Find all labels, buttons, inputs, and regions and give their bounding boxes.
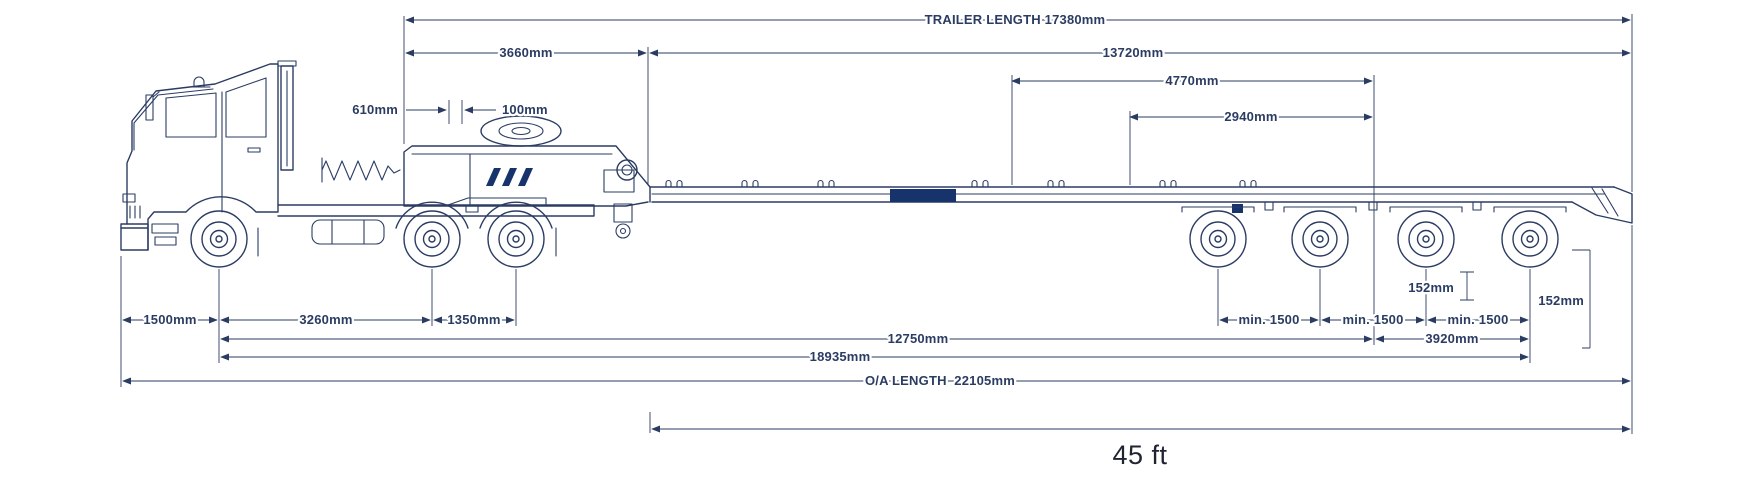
tractor-drawing bbox=[120, 60, 595, 268]
axle-fender-strips bbox=[1181, 206, 1567, 213]
trailer-drawing bbox=[403, 115, 1633, 268]
dim-label-mid-to-rear: 3920mm bbox=[1425, 331, 1478, 346]
cab-step-upper bbox=[151, 223, 179, 234]
rear-tail bbox=[1571, 186, 1633, 224]
cab-body bbox=[120, 63, 279, 251]
dim-label-trailer-length: TRAILER LENGTH 17380mm bbox=[925, 12, 1106, 27]
landing-roller bbox=[615, 223, 631, 239]
tractor-rear-wheel-1 bbox=[403, 210, 461, 268]
deck-top bbox=[649, 186, 1615, 203]
dim-label-axle-gap-1: min. 1500 bbox=[1238, 312, 1299, 327]
neck-ring-outer bbox=[616, 159, 638, 181]
dim-label-axle-gap-2: min. 1500 bbox=[1342, 312, 1403, 327]
suspension-hangers bbox=[1264, 201, 1482, 211]
extension-lines bbox=[120, 14, 1633, 434]
dimension-layer: TRAILER LENGTH 17380mm 3660mm 13720mm 47… bbox=[120, 10, 1633, 473]
dim-label-deck-feet: 45 ft bbox=[1112, 440, 1167, 470]
fifth-wheel-plate bbox=[447, 197, 547, 206]
trailer-wheel-2 bbox=[1291, 210, 1349, 268]
side-window bbox=[165, 92, 217, 138]
dim-label-cab-to-tandem: 3260mm bbox=[299, 312, 352, 327]
bumper-seam bbox=[120, 223, 149, 251]
trailer-wheel-1 bbox=[1189, 210, 1247, 268]
mirror bbox=[145, 94, 154, 121]
door-window bbox=[225, 77, 267, 138]
dim-label-axle-gap-3: min. 1500 bbox=[1447, 312, 1508, 327]
spring-line bbox=[321, 157, 401, 183]
dim-label-tandem-spread: 1350mm bbox=[447, 312, 500, 327]
kingpin-block bbox=[465, 205, 479, 213]
mud-flaps bbox=[257, 227, 557, 257]
spare-tire-outer bbox=[480, 115, 562, 147]
exhaust-cap bbox=[277, 60, 297, 67]
dim-label-kingpin-to-mid: 12750mm bbox=[888, 331, 949, 346]
dim-label-deck-step-1: 152mm bbox=[1408, 280, 1454, 295]
gooseneck-panel-line bbox=[411, 153, 613, 207]
door-handle bbox=[247, 147, 261, 153]
spare-tire-hub bbox=[511, 126, 531, 136]
grille-lines bbox=[129, 205, 141, 219]
landing-roller-hub bbox=[619, 227, 627, 235]
rear-tail-hatch bbox=[1591, 187, 1619, 217]
deck-name-plate bbox=[890, 189, 956, 202]
dim-label-neck-gap: 100mm bbox=[502, 102, 548, 117]
dim-label-deck-length: 13720mm bbox=[1103, 45, 1164, 60]
dim-label-neck-offset: 610mm bbox=[352, 102, 398, 117]
dim-label-deck-step-2: 152mm bbox=[1538, 293, 1584, 308]
neck-ring-inner bbox=[621, 164, 633, 176]
dim-label-bogie-span: 2940mm bbox=[1224, 109, 1277, 124]
dim-label-overall: O/A LENGTH 22105mm bbox=[865, 373, 1015, 388]
tank-straps bbox=[331, 219, 365, 245]
under-deck-box bbox=[1232, 204, 1243, 213]
trailer-wheel-4 bbox=[1501, 210, 1559, 268]
dim-label-gooseneck: 3660mm bbox=[499, 45, 552, 60]
dim-label-front-overhang: 1500mm bbox=[143, 312, 196, 327]
headlight bbox=[122, 193, 136, 203]
spare-tire-mid bbox=[498, 122, 544, 140]
hazard-stripes bbox=[486, 168, 533, 186]
rear-fenders bbox=[395, 201, 553, 229]
tractor-front-wheel bbox=[190, 210, 248, 268]
cab-step-lower bbox=[154, 236, 177, 246]
fuel-tank bbox=[311, 219, 385, 245]
mirror-arm bbox=[152, 91, 160, 98]
beacon-light bbox=[191, 76, 211, 88]
tractor-rear-wheel-2 bbox=[487, 210, 545, 268]
dim-label-rear-span: 4770mm bbox=[1165, 73, 1218, 88]
trailer-wheel-3 bbox=[1397, 210, 1455, 268]
dim-label-kingpin-to-rear: 18935mm bbox=[810, 349, 871, 364]
deck-tie-hooks bbox=[665, 179, 1257, 188]
gooseneck-hatch bbox=[603, 169, 635, 193]
landing-foot bbox=[613, 203, 633, 223]
